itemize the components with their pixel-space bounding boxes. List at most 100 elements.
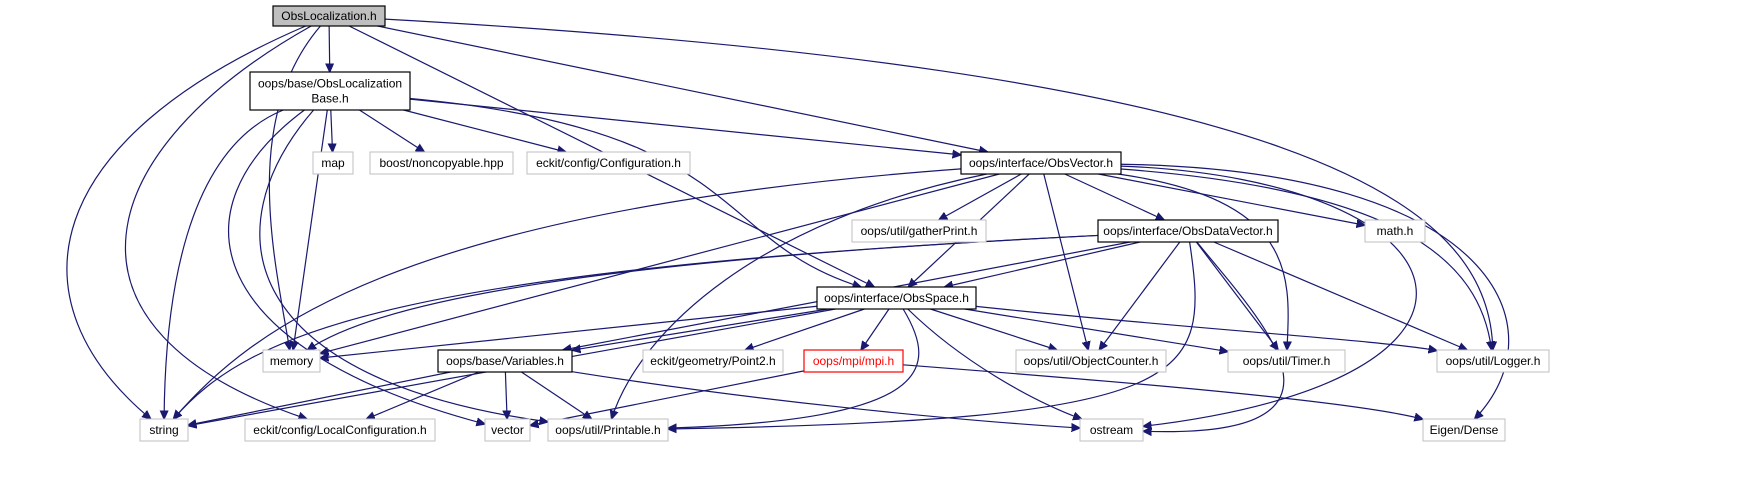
node-label: oops/util/gatherPrint.h: [861, 224, 978, 238]
edge-obsvector-to-eigendense: [1120, 163, 1510, 419]
edge-obsspace-to-objectcounter: [930, 308, 1057, 350]
edge-obslocbase-to-configuration: [403, 109, 565, 152]
node-point2[interactable]: eckit/geometry/Point2.h: [642, 349, 784, 373]
node-ostream[interactable]: ostream: [1079, 418, 1144, 442]
node-localconfig[interactable]: eckit/config/LocalConfiguration.h: [244, 418, 436, 442]
node-obsvector[interactable]: oops/interface/ObsVector.h: [960, 151, 1122, 175]
edge-obsvector-to-string: [173, 168, 962, 419]
node-label: oops/util/Logger.h: [1446, 354, 1541, 368]
edge-obslocbase-to-printable: [259, 109, 548, 422]
node-box: [803, 349, 904, 373]
node-label: eckit/geometry/Point2.h: [650, 354, 775, 368]
edge-obsvector-to-ostream: [1120, 165, 1417, 426]
node-map[interactable]: map: [312, 151, 354, 175]
node-label: oops/interface/ObsVector.h: [969, 156, 1113, 170]
edge-obsdatavector-to-logger: [1213, 241, 1467, 350]
node-box: [1079, 418, 1144, 442]
edge-obsdatavector-to-ostream: [1143, 241, 1285, 432]
edge-obslocalization-to-obslocbase: [329, 25, 330, 72]
node-mpi[interactable]: oops/mpi/mpi.h: [803, 349, 904, 373]
node-box: [437, 349, 573, 373]
node-box: [1364, 219, 1426, 243]
node-box: [960, 151, 1122, 175]
edge-obslocalization-to-obsvector: [377, 25, 987, 152]
node-label: memory: [270, 354, 313, 368]
edge-obsdatavector-to-string: [173, 234, 1099, 419]
node-box: [312, 151, 354, 175]
edge-obsvector-to-objectcounter: [1043, 173, 1088, 350]
edge-obsdatavector-to-timer: [1195, 241, 1278, 350]
node-label: ostream: [1090, 423, 1133, 437]
edge-obsvector-to-gatherprint: [939, 173, 1022, 220]
node-box: [642, 349, 784, 373]
node-obsspace[interactable]: oops/interface/ObsSpace.h: [816, 286, 977, 310]
edge-obslocbase-to-obsspace: [409, 97, 861, 287]
node-label: oops/mpi/mpi.h: [813, 354, 894, 368]
edge-variables-to-ostream: [571, 371, 1080, 428]
node-timer[interactable]: oops/util/Timer.h: [1227, 349, 1346, 373]
edge-variables-to-string: [188, 371, 451, 425]
node-label: oops/util/Timer.h: [1243, 354, 1331, 368]
edge-variables-to-vector: [505, 371, 507, 419]
edge-obslocbase-to-vector: [228, 109, 485, 424]
node-label: math.h: [1377, 224, 1414, 238]
node-label: oops/interface/ObsSpace.h: [824, 291, 969, 305]
edge-obsdatavector-to-printable: [668, 241, 1196, 429]
edge-obslocbase-to-obsvector: [409, 98, 961, 155]
node-label: boost/noncopyable.hpp: [379, 156, 503, 170]
node-memory[interactable]: memory: [262, 349, 321, 373]
edge-obsvector-to-mathh: [1098, 173, 1365, 225]
node-printable[interactable]: oops/util/Printable.h: [547, 418, 669, 442]
edge-obsvector-to-timer: [1117, 173, 1288, 350]
edge-variables-to-printable: [521, 371, 591, 419]
edge-obsvector-to-printable: [612, 173, 987, 419]
edge-obsdatavector-to-obsspace: [944, 241, 1141, 287]
edge-obsspace-to-point2: [745, 308, 865, 350]
node-box: [244, 418, 436, 442]
node-mathh[interactable]: math.h: [1364, 219, 1426, 243]
node-label: map: [321, 156, 345, 170]
node-label: oops/util/ObjectCounter.h: [1024, 354, 1159, 368]
node-label: eckit/config/Configuration.h: [536, 156, 681, 170]
edge-obsspace-to-mpi: [861, 308, 890, 350]
edge-mpi-to-eigendense: [902, 364, 1423, 419]
node-variables[interactable]: oops/base/Variables.h: [437, 349, 573, 373]
node-box: [1422, 418, 1506, 442]
node-eigendense[interactable]: Eigen/Dense: [1422, 418, 1506, 442]
node-box: [1436, 349, 1550, 373]
edge-obslocbase-to-string: [164, 109, 284, 419]
node-label: eckit/config/LocalConfiguration.h: [253, 423, 426, 437]
edge-obslocbase-to-map: [331, 109, 333, 152]
node-box: [262, 349, 321, 373]
node-label: Base.h: [311, 92, 348, 106]
node-gatherprint[interactable]: oops/util/gatherPrint.h: [851, 219, 987, 243]
edge-obsspace-to-logger: [975, 305, 1437, 350]
node-string[interactable]: string: [139, 418, 189, 442]
edge-obslocbase-to-noncopyable: [359, 109, 424, 152]
node-vector[interactable]: vector: [484, 418, 531, 442]
edge-obslocalization-to-logger: [384, 18, 1493, 350]
edge-obsspace-to-printable: [668, 308, 920, 428]
edge-obsvector-to-memory: [320, 173, 1000, 353]
node-box: [249, 71, 411, 111]
node-noncopyable[interactable]: boost/noncopyable.hpp: [369, 151, 514, 175]
node-configuration[interactable]: eckit/config/Configuration.h: [526, 151, 691, 175]
node-label: string: [149, 423, 178, 437]
edge-obsspace-to-variables: [572, 308, 829, 350]
node-logger[interactable]: oops/util/Logger.h: [1436, 349, 1550, 373]
node-label: Eigen/Dense: [1430, 423, 1499, 437]
edge-obsspace-to-memory: [320, 305, 818, 358]
edge-obsdatavector-to-objectcounter: [1099, 241, 1181, 350]
node-objectcounter[interactable]: oops/util/ObjectCounter.h: [1015, 349, 1167, 373]
node-box: [526, 151, 691, 175]
node-box: [484, 418, 531, 442]
node-obsdatavector[interactable]: oops/interface/ObsDataVector.h: [1097, 219, 1279, 243]
node-box: [139, 418, 189, 442]
edge-obsvector-to-obsdatavector: [1064, 173, 1164, 220]
node-box: [851, 219, 987, 243]
node-obslocalization[interactable]: ObsLocalization.h: [272, 5, 386, 27]
node-box: [1227, 349, 1346, 373]
node-box: [1015, 349, 1167, 373]
